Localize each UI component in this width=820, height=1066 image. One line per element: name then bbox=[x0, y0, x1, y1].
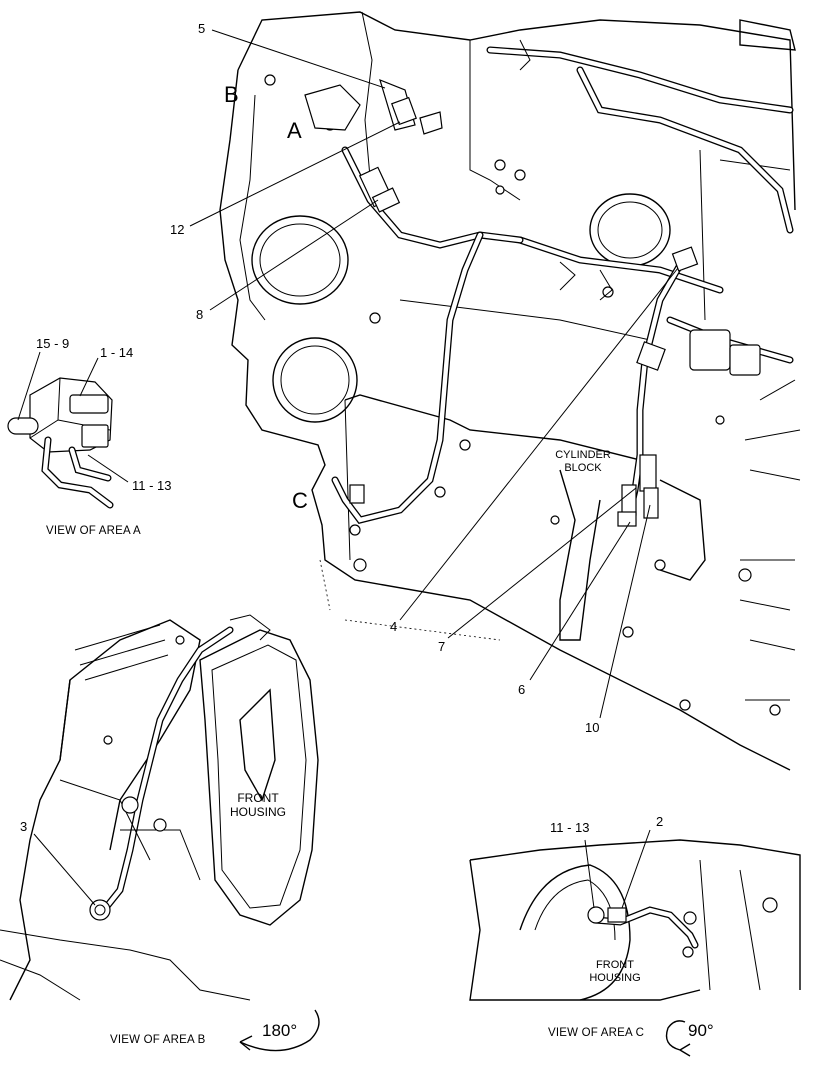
front-housing-note-b: FRONT HOUSING bbox=[218, 791, 298, 820]
front-housing-b-line-1: FRONT bbox=[237, 791, 279, 805]
caption-view-area-c: VIEW OF AREA C bbox=[548, 1027, 645, 1039]
view-a-detail bbox=[7, 351, 129, 509]
area-marker-a: A bbox=[287, 118, 302, 143]
cylinder-block-line-2: BLOCK bbox=[564, 462, 602, 475]
callout-4: 4 bbox=[390, 619, 398, 634]
front-housing-note-c: FRONT HOUSING bbox=[575, 959, 655, 985]
callout-7: 7 bbox=[438, 639, 446, 654]
front-housing-c-line-1: FRONT bbox=[596, 959, 634, 971]
callout-leaders-main bbox=[189, 29, 679, 719]
view-b-detail bbox=[0, 614, 320, 1052]
front-housing-b-line-2: HOUSING bbox=[229, 805, 286, 820]
callout-15-9: 15 - 9 bbox=[36, 336, 70, 351]
callout-3: 3 bbox=[20, 819, 28, 834]
main-engine-view bbox=[219, 11, 801, 771]
callout-11-13-area-c: 11 - 13 bbox=[550, 820, 590, 835]
callout-6: 6 bbox=[518, 682, 526, 697]
callout-1-14: 1 - 14 bbox=[100, 345, 134, 360]
rotation-label-b: 180° bbox=[262, 1021, 298, 1040]
caption-view-area-b: VIEW OF AREA B bbox=[110, 1034, 206, 1046]
callout-11-13-area-a: 11 - 13 bbox=[132, 478, 172, 493]
area-marker-b: B bbox=[224, 82, 239, 107]
front-housing-c-line-2: HOUSING bbox=[589, 972, 641, 985]
callout-2: 2 bbox=[656, 814, 664, 829]
callout-5: 5 bbox=[198, 21, 206, 36]
area-marker-c: C bbox=[292, 488, 308, 513]
view-c-detail bbox=[469, 829, 801, 1057]
callout-12: 12 bbox=[170, 222, 185, 237]
callout-8: 8 bbox=[196, 307, 204, 322]
rotation-label-c: 90° bbox=[688, 1021, 714, 1040]
callout-10: 10 bbox=[585, 720, 600, 735]
cylinder-block-line-1: CYLINDER bbox=[555, 449, 611, 461]
caption-view-area-a: VIEW OF AREA A bbox=[46, 525, 141, 537]
cylinder-block-note: CYLINDER BLOCK bbox=[548, 449, 618, 475]
